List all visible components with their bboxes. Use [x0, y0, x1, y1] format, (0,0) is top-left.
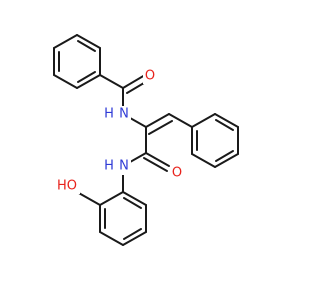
- atom-label-nitrogen: N: [119, 107, 129, 122]
- styryl-phenyl-ring: [191, 113, 239, 168]
- atom-label-oxygen: O: [145, 69, 155, 84]
- atom-label-hydrogen: H: [104, 159, 114, 174]
- atom-label-hydroxyl: HO: [57, 179, 77, 194]
- molecule-structure: O N H O N H HO: [53, 34, 239, 246]
- atom-label-hydrogen: H: [104, 107, 114, 122]
- central-alkene-chain: [145, 113, 193, 135]
- hydroxyphenyl-ring: [76, 191, 147, 246]
- benzoyl-phenyl-ring: [53, 34, 101, 89]
- atom-label-nitrogen: N: [119, 159, 129, 174]
- atom-labels: O N H O N H HO: [54, 68, 184, 194]
- atom-label-oxygen: O: [172, 166, 182, 181]
